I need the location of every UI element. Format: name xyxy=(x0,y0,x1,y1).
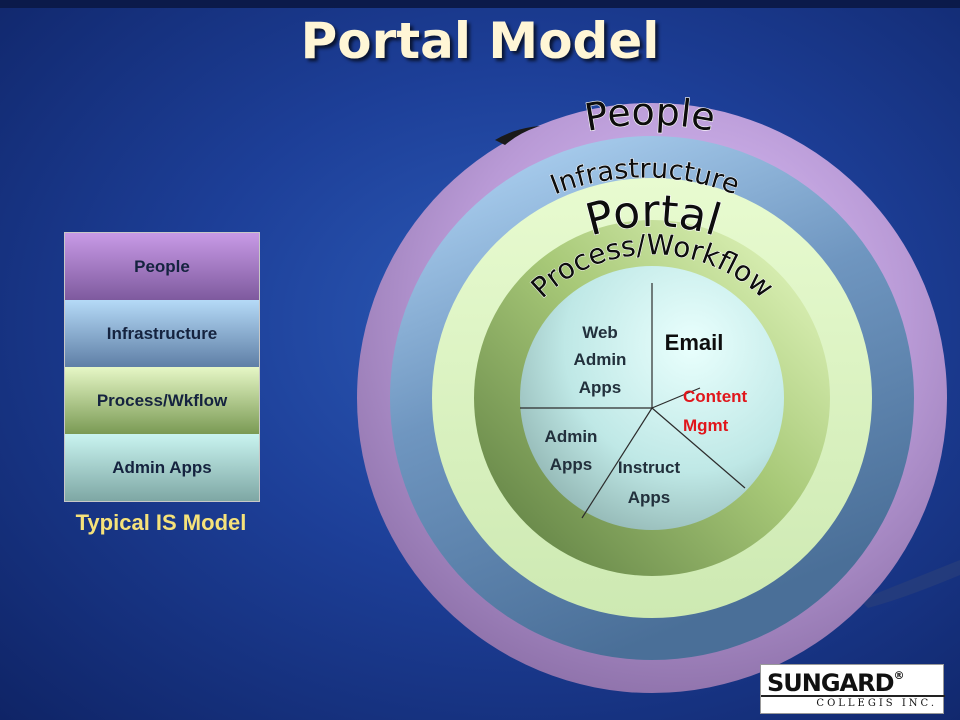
layer-infrastructure-label: Infrastructure xyxy=(106,323,218,343)
web-admin-label-1: Web xyxy=(582,323,618,342)
layer-admin-apps: Admin Apps xyxy=(65,434,259,501)
divider-line xyxy=(581,407,653,519)
people-swoosh xyxy=(495,126,540,145)
logo-name: SUNGARD® xyxy=(767,669,905,697)
people-ring-label: People xyxy=(581,90,718,140)
content-mgmt-label-1: Content xyxy=(683,387,748,406)
web-admin-label-2: Admin xyxy=(574,350,627,369)
divider-line xyxy=(651,407,746,489)
layer-people: People xyxy=(65,233,259,300)
swoosh-decoration xyxy=(860,560,960,608)
divider-line xyxy=(651,387,701,409)
sungard-logo: SUNGARD® COLLEGIS INC. xyxy=(760,664,945,714)
layer-admin-apps-label: Admin Apps xyxy=(112,457,212,477)
admin-apps-label-2: Apps xyxy=(550,455,593,474)
instruct-apps-label-2: Apps xyxy=(628,488,671,507)
layer-infrastructure: Infrastructure xyxy=(65,300,259,367)
admin-apps-label-1: Admin xyxy=(545,427,598,446)
web-admin-label-3: Apps xyxy=(579,378,622,397)
instruct-apps-label-1: Instruct xyxy=(618,458,681,477)
email-label: Email xyxy=(665,330,724,355)
logo-subtitle: COLLEGIS INC. xyxy=(816,698,937,709)
portal-ring-label: Portal xyxy=(581,186,727,246)
typical-is-model-stack: People Infrastructure Process/Wkflow Adm… xyxy=(64,232,260,502)
content-mgmt-label-2: Mgmt xyxy=(683,416,729,435)
layer-process-label: Process/Wkflow xyxy=(96,390,228,410)
layer-people-label: People xyxy=(134,256,190,276)
page-title: Portal Model xyxy=(300,12,660,70)
layer-process: Process/Wkflow xyxy=(65,367,259,434)
logo-rule xyxy=(761,695,945,697)
top-band xyxy=(0,0,960,8)
typical-is-model-caption: Typical IS Model xyxy=(75,510,247,535)
